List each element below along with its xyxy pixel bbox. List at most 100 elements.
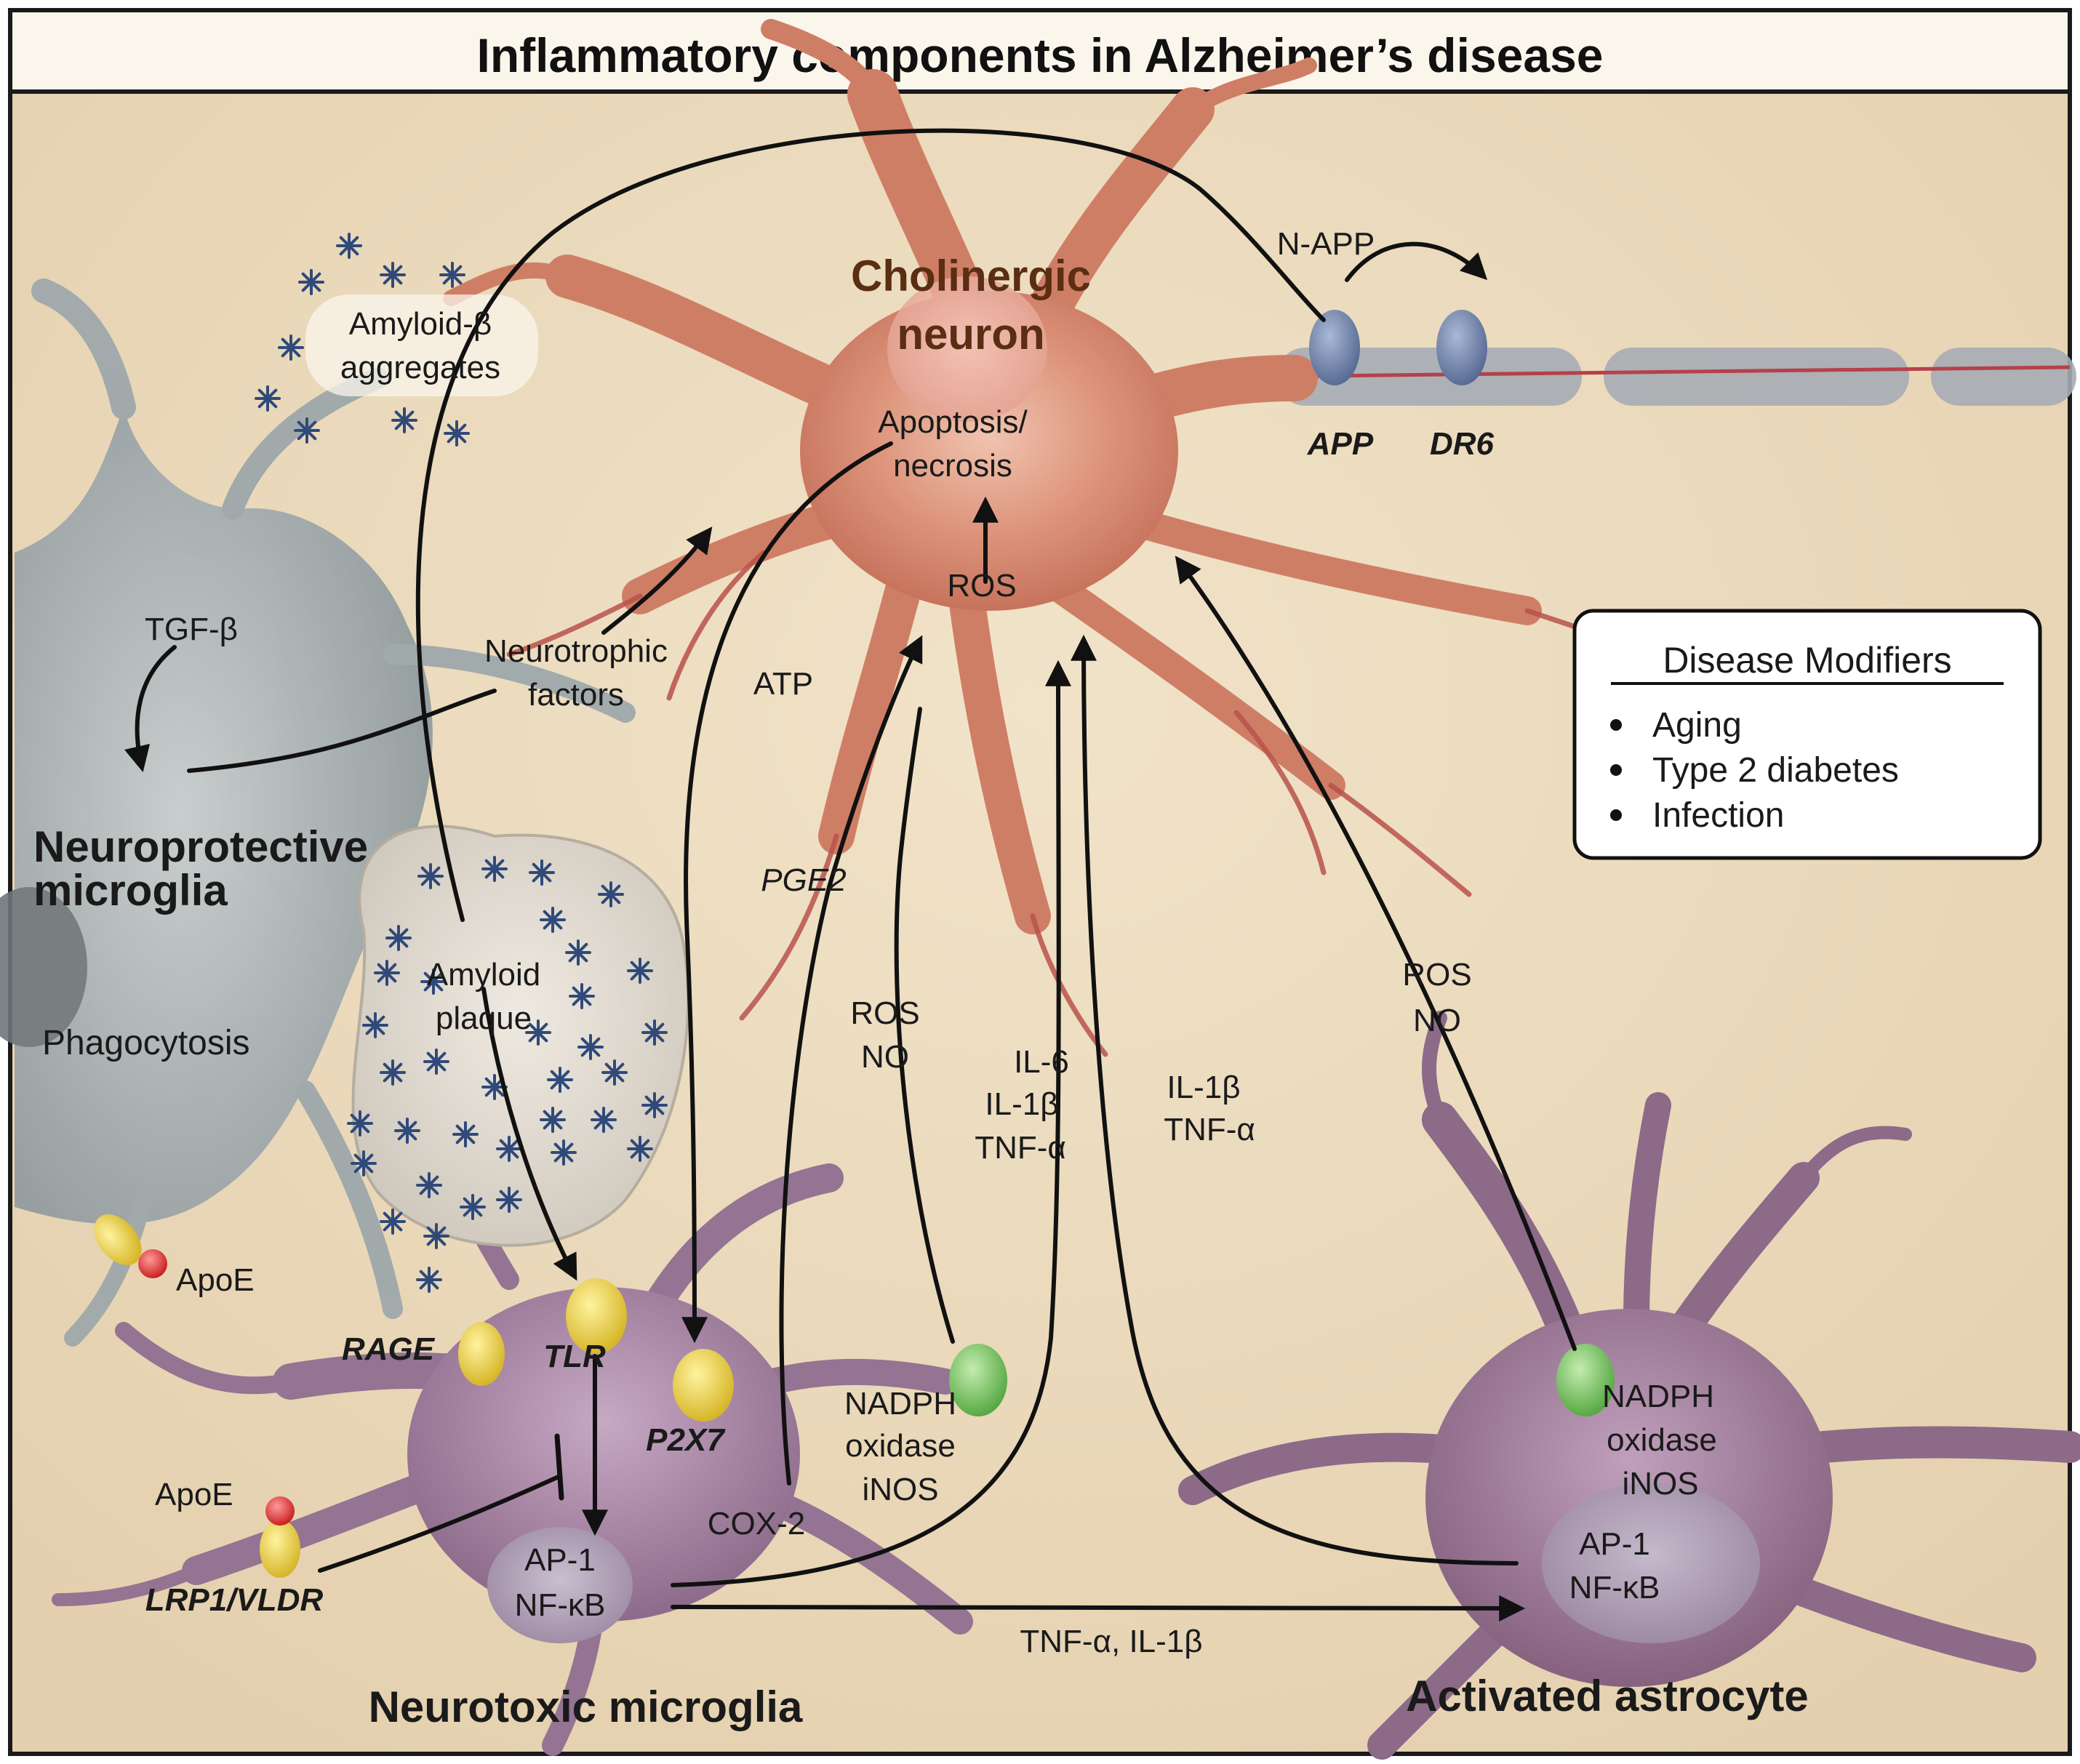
rage-label: RAGE bbox=[342, 1331, 436, 1367]
microglia-nadph-label: NADPH bbox=[844, 1386, 956, 1422]
arrow-napp-to-dr6 bbox=[1345, 241, 1488, 282]
astro-tnfa-label: TNF-α bbox=[1164, 1112, 1255, 1147]
amyloid-star bbox=[351, 1150, 377, 1176]
amyloid-star bbox=[294, 417, 320, 444]
p2x7-receptor bbox=[673, 1349, 734, 1422]
il6-label: IL-6 bbox=[1014, 1044, 1069, 1080]
apoe-label-upper: ApoE bbox=[176, 1262, 255, 1298]
arrow-plaque-to-app bbox=[415, 128, 1326, 922]
amyloid-star bbox=[336, 233, 362, 259]
atp-label: ATP bbox=[753, 666, 813, 702]
apoe-label-lower: ApoE bbox=[155, 1477, 233, 1512]
tlr-receptor bbox=[566, 1278, 627, 1354]
app-label: APP bbox=[1307, 426, 1374, 462]
amyloid-star bbox=[380, 262, 406, 288]
neuroprotective-microglia-cell bbox=[0, 278, 636, 1347]
amyloid-star bbox=[420, 969, 447, 995]
app-receptor bbox=[1309, 310, 1360, 385]
amyloid-star bbox=[416, 1267, 442, 1293]
arrow-nadph-ros-no bbox=[894, 707, 955, 1344]
tlr-label: TLR bbox=[543, 1339, 606, 1374]
tnfa-label: TNF-α bbox=[975, 1130, 1066, 1166]
microglia-oxidase-label: oxidase bbox=[845, 1428, 956, 1464]
modifier-item-type2-diabetes: Type 2 diabetes bbox=[1652, 751, 1899, 790]
microglia-ros-label: ROS bbox=[850, 995, 919, 1031]
tnf-il1b-label: TNF-α, IL-1β bbox=[1020, 1624, 1202, 1659]
neuron-name-line2: neuron bbox=[897, 310, 1044, 358]
amyloid-star bbox=[529, 859, 555, 886]
astro-il1b-label: IL-1β bbox=[1167, 1070, 1240, 1105]
inhibition-bar bbox=[554, 1433, 564, 1501]
activated-astrocyte-name: Activated astrocyte bbox=[1406, 1672, 1809, 1720]
arrow-neuron-atp-to-p2x7 bbox=[681, 441, 893, 1344]
amyloid-star bbox=[627, 1136, 653, 1162]
dr6-label: DR6 bbox=[1430, 426, 1495, 462]
amyloid-star bbox=[380, 1059, 406, 1086]
amyloid-aggregates-line1: Amyloid-β bbox=[349, 306, 492, 342]
amyloid-star bbox=[540, 907, 566, 933]
neurotoxic-microglia-name: Neurotoxic microglia bbox=[369, 1683, 803, 1731]
amyloid-aggregates-line2: aggregates bbox=[340, 350, 500, 385]
lrp1-vldr-label: LRP1/VLDR bbox=[145, 1582, 324, 1618]
p2x7-label: P2X7 bbox=[646, 1422, 726, 1458]
il1b-label: IL-1β bbox=[985, 1086, 1058, 1122]
amyloid-star bbox=[444, 420, 470, 446]
diagram-title: Inflammatory components in Alzheimer’s d… bbox=[476, 28, 1603, 82]
amyloid-star bbox=[394, 1118, 420, 1144]
amyloid-star bbox=[565, 939, 591, 966]
nadph-oxidase-microglia-receptor bbox=[949, 1344, 1007, 1416]
amyloid-plaque-line2: plaque bbox=[436, 1001, 532, 1036]
amyloid-star bbox=[416, 1172, 442, 1198]
amyloid-star bbox=[540, 1107, 566, 1133]
tgf-beta-label: TGF-β bbox=[145, 612, 238, 647]
arrow-astrocyte-ros-to-neuron bbox=[1175, 556, 1577, 1351]
arrow-astrocyte-cytokines-to-neuron bbox=[1071, 634, 1519, 1565]
amyloid-star bbox=[278, 334, 304, 361]
amyloid-star bbox=[391, 407, 417, 433]
dr6-receptor bbox=[1436, 310, 1487, 385]
disease-modifiers-box: Disease Modifiers Aging Type 2 diabetes … bbox=[1572, 609, 2042, 860]
amyloid-star bbox=[601, 1059, 628, 1086]
neuron-ros-label: ROS bbox=[947, 568, 1016, 604]
amyloid-star bbox=[255, 385, 281, 412]
microglia-no-label: NO bbox=[861, 1039, 909, 1075]
neuroprotective-name-line1: Neuroprotective bbox=[33, 822, 368, 871]
amyloid-star bbox=[481, 856, 508, 882]
amyloid-star bbox=[423, 1223, 449, 1249]
title-bar bbox=[8, 8, 2072, 94]
amyloid-star bbox=[591, 1107, 617, 1133]
astro-inos-label: iNOS bbox=[1622, 1466, 1698, 1502]
neurotrophic-line1: Neurotrophic bbox=[484, 633, 668, 669]
arrow-plaque-to-tlr bbox=[481, 987, 577, 1281]
microglia-inos-label: iNOS bbox=[862, 1472, 938, 1507]
amyloid-star bbox=[460, 1194, 486, 1220]
amyloid-star bbox=[380, 1208, 406, 1235]
arrow-tgf-beta bbox=[124, 645, 177, 773]
phagocytosis-label: Phagocytosis bbox=[42, 1024, 250, 1062]
arrow-microglia-to-astrocyte bbox=[671, 1595, 1526, 1621]
amyloid-star bbox=[452, 1121, 479, 1147]
neuron-name-line1: Cholinergic bbox=[851, 252, 1091, 300]
amyloid-star bbox=[641, 1092, 668, 1118]
amyloid-star bbox=[496, 1187, 522, 1213]
modifier-item-infection: Infection bbox=[1652, 796, 1784, 835]
arrow-microglia-cytokines-to-neuron bbox=[671, 660, 1072, 1587]
amyloid-star bbox=[627, 958, 653, 984]
napp-label: N-APP bbox=[1277, 226, 1375, 262]
astro-oxidase-label: oxidase bbox=[1607, 1422, 1717, 1458]
amyloid-star bbox=[385, 925, 412, 951]
amyloid-star bbox=[569, 983, 595, 1009]
apoe-receptor-upper bbox=[94, 1214, 167, 1278]
amyloid-star bbox=[439, 262, 465, 288]
amyloid-star bbox=[298, 269, 324, 295]
astro-no-label: NO bbox=[1413, 1003, 1461, 1038]
lrp1-vldr-receptor bbox=[260, 1496, 300, 1578]
neurotoxic-microglia-cell bbox=[52, 1081, 973, 1756]
neurotrophic-line2: factors bbox=[528, 677, 624, 713]
disease-modifiers-title: Disease Modifiers bbox=[1663, 640, 1951, 681]
arrow-neurotrophic-factors-to-neuron bbox=[601, 526, 713, 635]
amyloid-star bbox=[374, 960, 400, 986]
amyloid-star bbox=[641, 1019, 668, 1046]
amyloid-star bbox=[362, 1012, 388, 1038]
amyloid-star bbox=[598, 881, 624, 907]
